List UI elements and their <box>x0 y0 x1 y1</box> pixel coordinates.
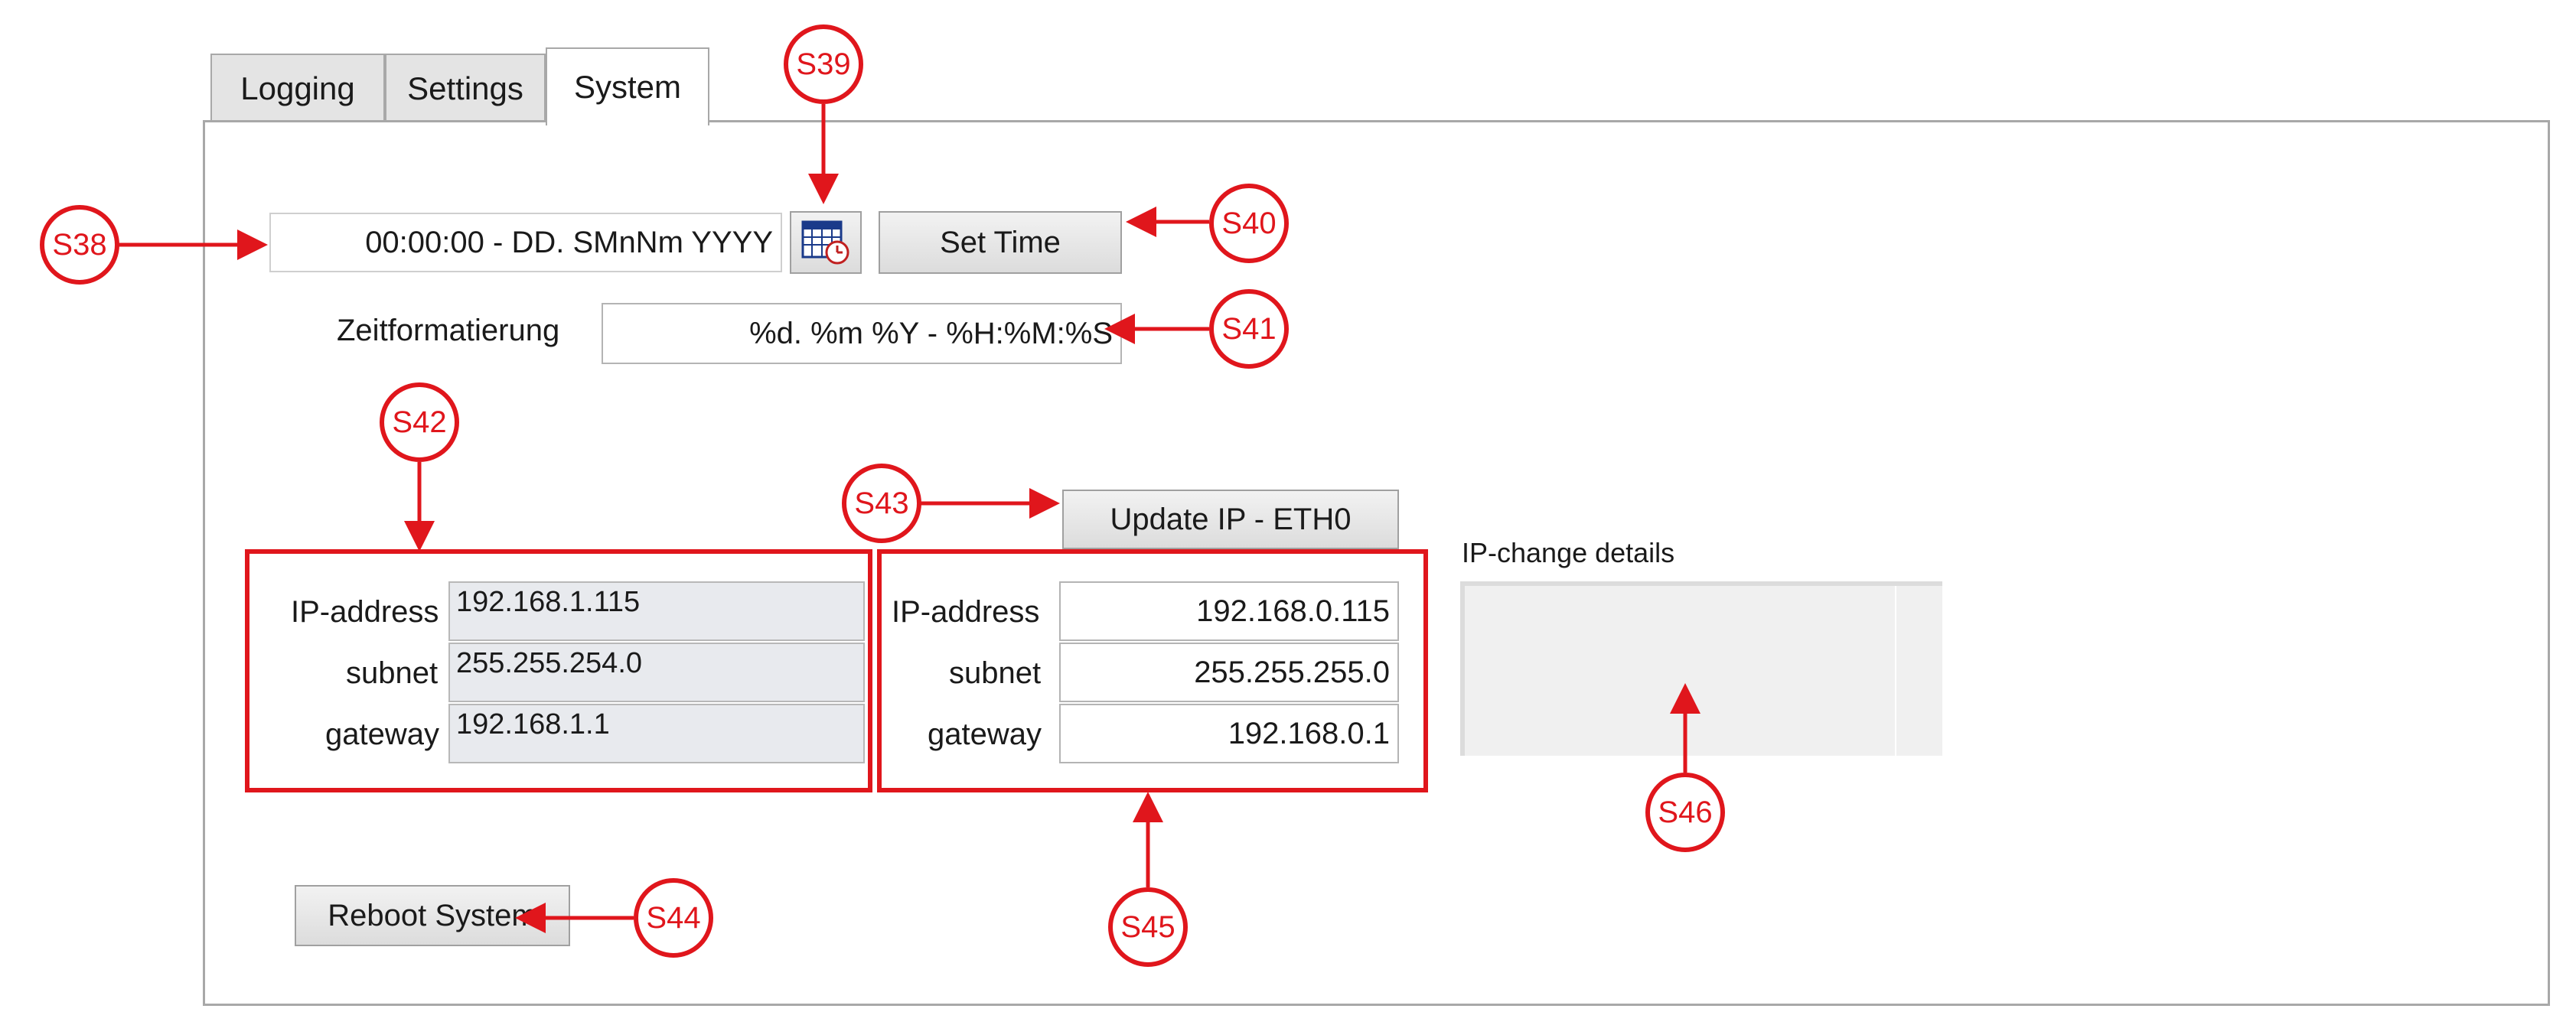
tab-logging-label: Logging <box>240 70 355 106</box>
calendar-clock-icon <box>801 220 849 265</box>
set-time-button[interactable]: Set Time <box>879 211 1122 274</box>
tab-system-label: System <box>573 69 682 105</box>
new-gateway-label: gateway <box>928 718 1042 751</box>
tab-logging[interactable]: Logging <box>210 54 385 122</box>
tab-settings[interactable]: Settings <box>385 54 546 122</box>
tab-system[interactable]: System <box>546 47 709 125</box>
current-gateway-label: gateway <box>325 718 439 751</box>
details-box <box>1460 581 1942 756</box>
annotation-s40: S40 <box>1209 184 1289 263</box>
new-ip-input[interactable]: 192.168.0.115 <box>1059 581 1399 641</box>
reboot-button[interactable]: Reboot System <box>295 885 570 946</box>
tab-settings-label: Settings <box>407 70 523 106</box>
current-ip-highlight <box>245 549 872 792</box>
current-ip-field: 192.168.1.115 <box>448 581 865 641</box>
current-gateway-value: 192.168.1.1 <box>456 708 610 740</box>
calendar-button[interactable] <box>790 211 862 274</box>
current-gateway-field: 192.168.1.1 <box>448 704 865 763</box>
update-ip-button[interactable]: Update IP - ETH0 <box>1062 490 1399 549</box>
new-ip-value: 192.168.0.115 <box>1196 594 1390 628</box>
annotation-s39: S39 <box>784 24 863 104</box>
current-subnet-field: 255.255.254.0 <box>448 643 865 702</box>
annotation-s44: S44 <box>634 878 713 958</box>
update-ip-label: Update IP - ETH0 <box>1110 502 1352 536</box>
details-scrollbar[interactable] <box>1895 586 1942 756</box>
time-display: 00:00:00 - DD. SMnNm YYYY <box>269 213 782 272</box>
new-ip-label: IP-address <box>892 595 1040 629</box>
new-subnet-input[interactable]: 255.255.255.0 <box>1059 643 1399 702</box>
current-ip-value: 192.168.1.115 <box>456 586 641 618</box>
new-subnet-label: subnet <box>949 656 1042 690</box>
set-time-label: Set Time <box>940 225 1061 259</box>
annotation-s46: S46 <box>1645 773 1725 852</box>
details-label: IP-change details <box>1462 537 1675 568</box>
format-input-value: %d. %m %Y - %H:%M:%S <box>749 316 1113 350</box>
annotation-s43: S43 <box>842 464 921 543</box>
new-gateway-input[interactable]: 192.168.0.1 <box>1059 704 1399 763</box>
new-ip-highlight <box>877 549 1428 792</box>
time-display-value: 00:00:00 - DD. SMnNm YYYY <box>365 225 773 259</box>
new-gateway-value: 192.168.0.1 <box>1228 716 1390 750</box>
new-subnet-value: 255.255.255.0 <box>1194 655 1390 689</box>
annotation-s42: S42 <box>380 382 459 462</box>
annotation-s45: S45 <box>1108 887 1188 967</box>
current-subnet-value: 255.255.254.0 <box>456 647 643 679</box>
annotation-s41: S41 <box>1209 289 1289 369</box>
current-subnet-label: subnet <box>346 656 439 690</box>
format-input[interactable]: %d. %m %Y - %H:%M:%S <box>602 303 1122 364</box>
current-ip-label: IP-address <box>291 595 439 629</box>
reboot-label: Reboot System <box>328 898 537 932</box>
format-label: Zeitformatierung <box>337 314 560 347</box>
annotation-s38: S38 <box>40 205 119 285</box>
